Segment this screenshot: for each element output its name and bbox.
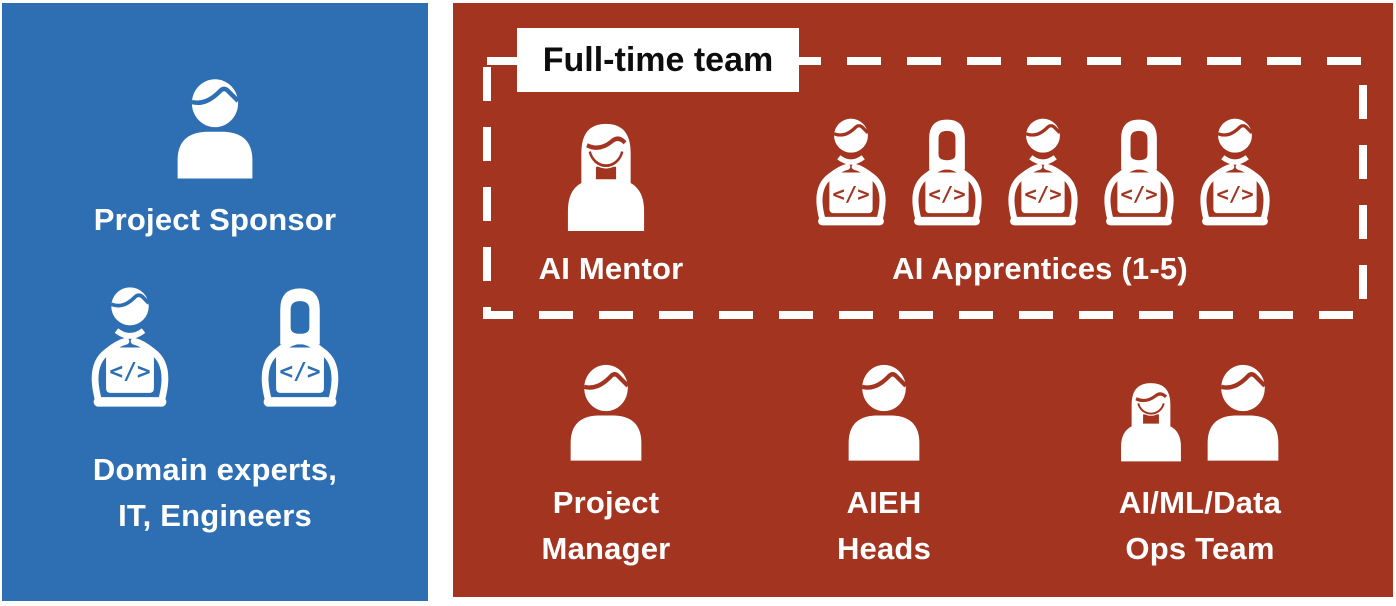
- person-laptop-male-icon: [804, 113, 898, 231]
- aieh-heads-figure: [832, 355, 936, 465]
- domain-experts-figures: [2, 281, 428, 413]
- person-laptop-female-icon: [1092, 113, 1186, 231]
- aieh-heads-label: AIEH Heads: [764, 480, 1004, 572]
- ai-apprentices-label: AI Apprentices (1-5): [892, 251, 1188, 286]
- domain-experts-label-line1: Domain experts,: [92, 452, 338, 487]
- person-laptop-male-icon: [996, 113, 1090, 231]
- person-laptop-male-icon: [78, 281, 182, 413]
- project-manager-figure: [554, 355, 658, 465]
- person-laptop-female-icon: [248, 281, 352, 413]
- ops-team-label-line2: Ops Team: [1125, 531, 1275, 566]
- fulltime-team-label: Full-time team: [517, 28, 799, 92]
- ops-team-label-line1: AI/ML/Data: [1118, 485, 1282, 520]
- project-sponsor-figure: [160, 69, 270, 183]
- project-manager-label-line1: Project: [552, 485, 660, 520]
- ai-mentor-label: AI Mentor: [538, 251, 684, 286]
- domain-experts-label: Domain experts, IT, Engineers: [2, 447, 428, 539]
- fulltime-team-outline: [483, 57, 1367, 319]
- person-laptop-female-icon: [900, 113, 994, 231]
- ai-team-panel: Full-time team AI Mentor AI Apprentices …: [453, 3, 1393, 597]
- person-female-icon: [1107, 373, 1195, 465]
- project-manager-label: Project Manager: [486, 480, 726, 572]
- person-male-icon: [554, 355, 658, 465]
- ops-team-figures: [1105, 355, 1297, 465]
- person-male-icon: [1191, 355, 1295, 465]
- domain-experts-label-line2: IT, Engineers: [118, 498, 312, 533]
- project-sponsor-label: Project Sponsor: [93, 202, 337, 237]
- stakeholders-panel: Project Sponsor Domain experts, IT, Engi…: [2, 3, 428, 601]
- aieh-heads-label-line2: Heads: [836, 531, 932, 566]
- ops-team-label: AI/ML/Data Ops Team: [1070, 480, 1330, 572]
- project-manager-label-line2: Manager: [541, 531, 671, 566]
- ai-apprentices-figures: [804, 113, 1282, 231]
- person-male-icon: [832, 355, 936, 465]
- person-laptop-male-icon: [1188, 113, 1282, 231]
- aieh-heads-label-line1: AIEH: [846, 485, 922, 520]
- person-male-icon: [160, 69, 270, 183]
